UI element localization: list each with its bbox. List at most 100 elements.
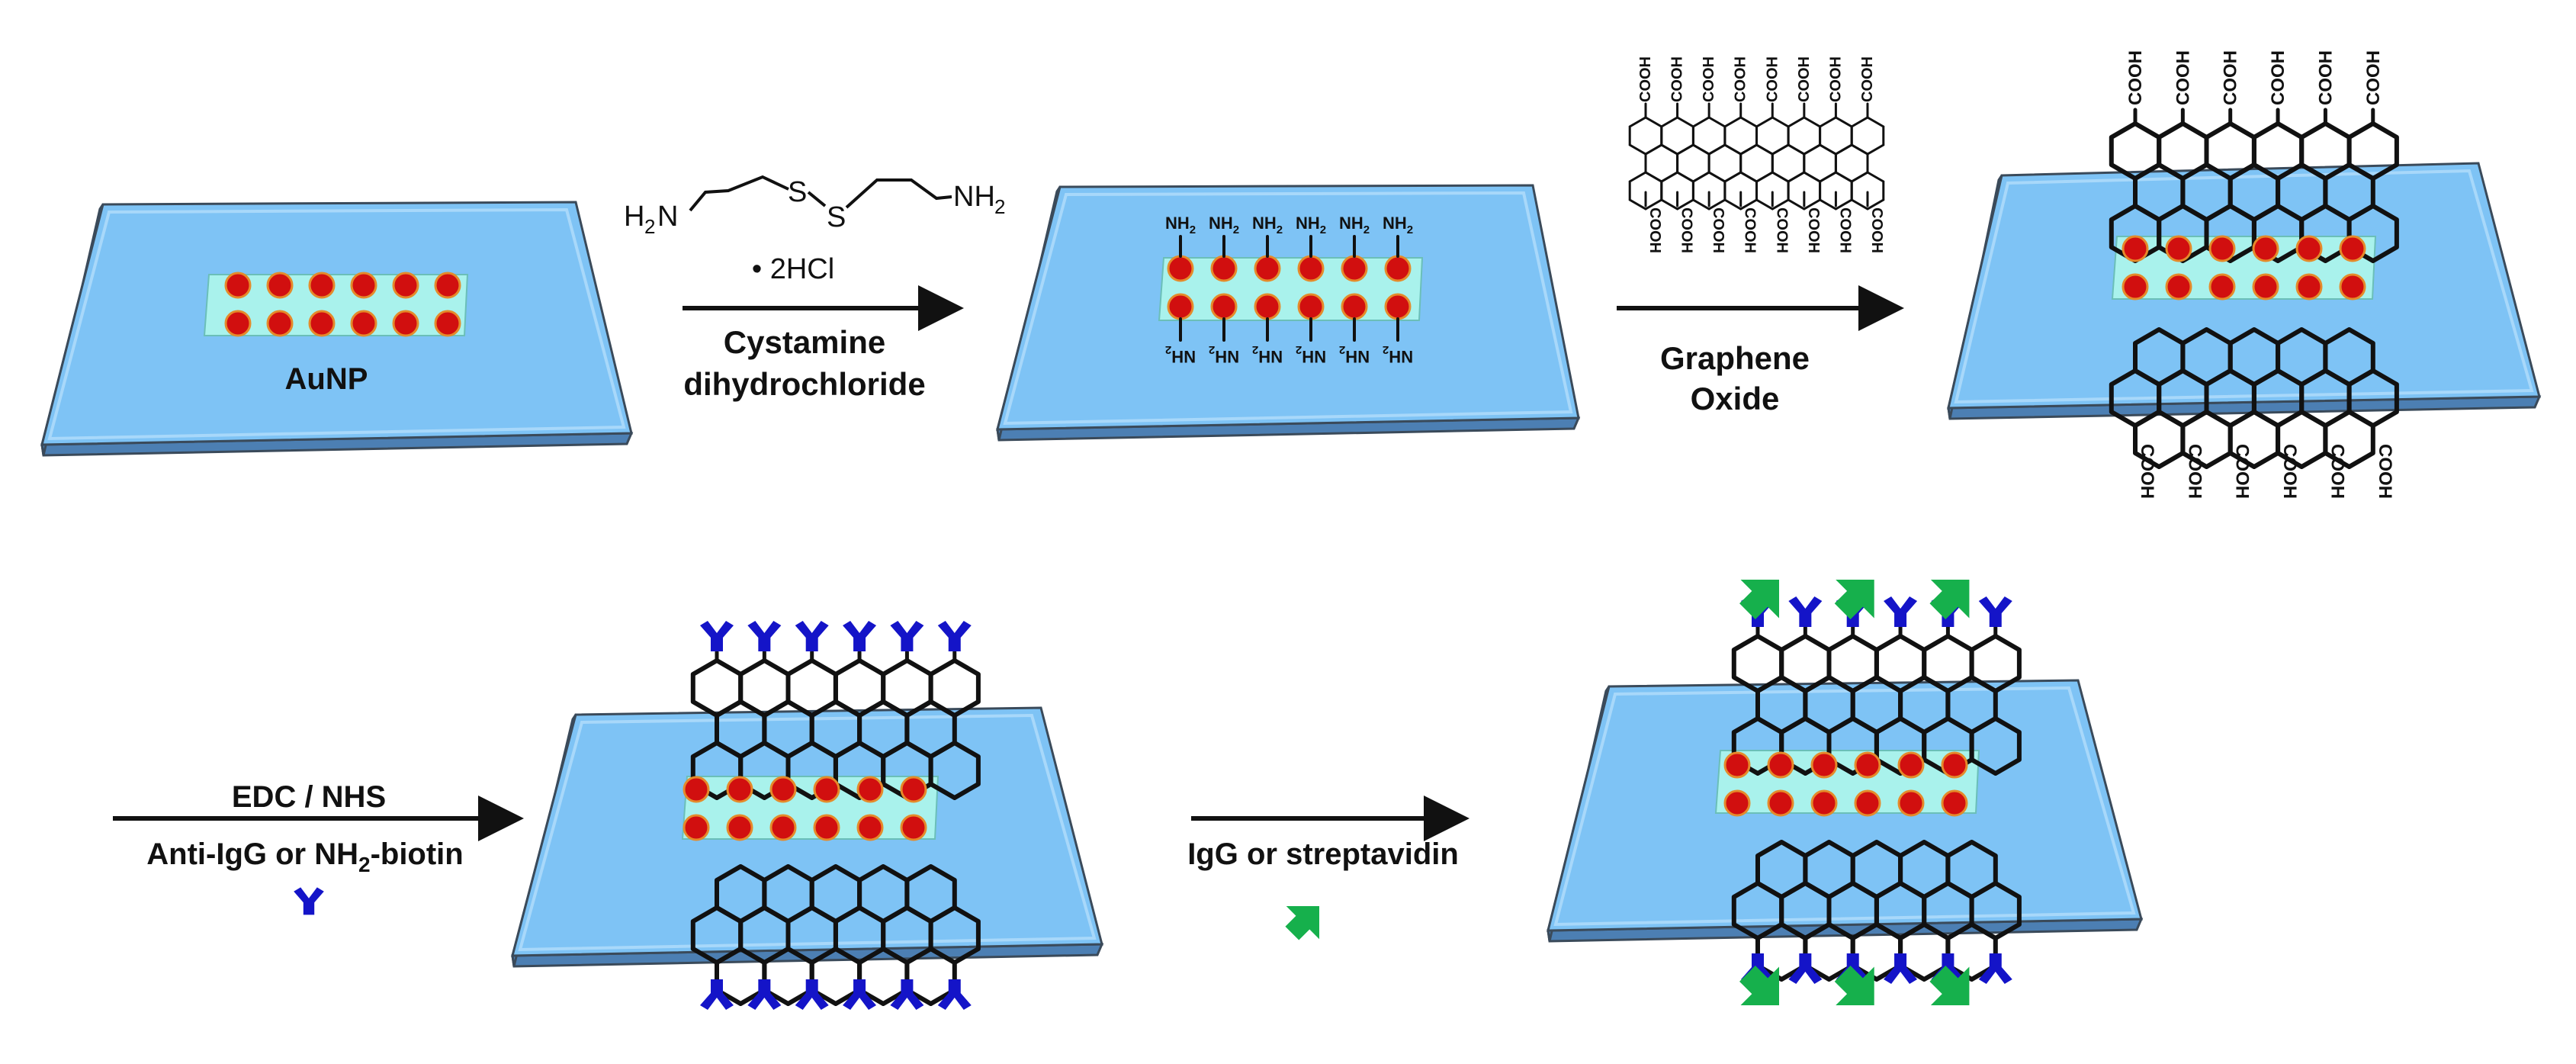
gold-nanoparticle: [813, 776, 840, 803]
antibody-body: [890, 621, 924, 651]
cooh-label: COOH: [2268, 50, 2289, 105]
green-arrow-target-icon: [1929, 966, 1970, 1005]
structure-s1-label: S: [788, 176, 807, 208]
hexagon-ring: [1850, 171, 1885, 211]
cooh-label: COOH: [2173, 50, 2193, 105]
hexagon-ring: [904, 947, 957, 1006]
gold-nanoparticle: [1254, 293, 1281, 320]
cooh-label: COOH: [1868, 207, 1885, 253]
green-arrow-target-icon: [1834, 966, 1874, 1005]
target-arrow: [1834, 580, 1874, 619]
gold-nanoparticle: [224, 310, 252, 337]
cooh-label: COOH: [1637, 56, 1654, 102]
gold-nanoparticle: [1210, 255, 1238, 282]
aunp-strip-panel-4: [681, 776, 940, 840]
cooh-label: COOH: [2279, 444, 2300, 499]
cooh-label: COOH: [1733, 56, 1749, 102]
gold-nanoparticle: [434, 272, 461, 299]
structure-sub-label: 2: [644, 215, 655, 238]
gold-nanoparticle: [2339, 273, 2366, 301]
gold-nanoparticle: [900, 814, 927, 841]
cooh-label: COOH: [1742, 207, 1759, 253]
gold-nanoparticle: [350, 272, 377, 299]
cystamine-bond: [845, 178, 952, 209]
cooh-label: COOH: [1701, 56, 1717, 102]
gold-nanoparticle: [1341, 293, 1368, 320]
y-shaped-antibody-icon: [1788, 596, 1823, 627]
gold-nanoparticle: [224, 272, 252, 299]
cooh-label: COOH: [2221, 50, 2241, 105]
gold-nanoparticle: [1723, 789, 1751, 817]
aunp-strip-panel-5: [1714, 750, 1980, 814]
hexagon-ring: [2346, 204, 2399, 263]
target-legend-icon: [1285, 906, 1319, 940]
target-arrow: [1929, 966, 1970, 1005]
hexagon-ring: [1969, 716, 2022, 776]
gold-nanoparticle: [1941, 789, 1968, 817]
cooh-label: COOH: [1796, 56, 1813, 102]
gold-nanoparticle: [769, 814, 797, 841]
gold-nanoparticle: [2122, 273, 2149, 301]
gold-nanoparticle: [1810, 751, 1838, 779]
antibody-body: [700, 979, 734, 1010]
antibody-body: [843, 621, 877, 651]
gold-nanoparticle: [1384, 293, 1412, 320]
target-arrow: [1929, 580, 1970, 619]
cystamine-name-label: Cystamine: [724, 324, 885, 360]
graphene-oxide-label-2: Oxide: [1691, 381, 1780, 416]
y-shaped-antibody-icon: [937, 621, 972, 651]
gold-nanoparticle: [392, 272, 419, 299]
y-shaped-antibody-icon: [1978, 953, 2012, 984]
y-shaped-antibody-icon: [795, 621, 829, 651]
antibody-body: [1884, 953, 1918, 984]
graphene-lattice-panel-4: [690, 658, 981, 1006]
gold-nanoparticle: [1897, 789, 1925, 817]
antibody-body: [747, 621, 782, 651]
target-arrow: [1285, 906, 1319, 940]
gold-nanoparticle: [726, 776, 753, 803]
cooh-label: COOH: [1646, 207, 1663, 253]
gold-nanoparticle: [1854, 751, 1881, 779]
gold-nanoparticle: [308, 272, 336, 299]
cystamine-bond: [689, 175, 789, 212]
cooh-label: COOH: [1805, 207, 1822, 253]
gold-nanoparticle: [813, 814, 840, 841]
cooh-label: COOH: [1669, 56, 1686, 102]
cooh-label: COOH: [1710, 207, 1726, 253]
gold-nanoparticle: [2295, 273, 2323, 301]
gold-nanoparticle: [2252, 235, 2279, 262]
cystamine-bond: [807, 191, 827, 207]
y-shaped-antibody-icon: [795, 979, 829, 1010]
gold-nanoparticle: [2208, 235, 2236, 262]
edc-nhs-label: EDC / NHS: [232, 780, 386, 814]
cystamine-structure: H 2 N S S NH 2: [624, 176, 1005, 238]
cooh-label: COOH: [1827, 56, 1844, 102]
gold-nanoparticle: [2208, 273, 2236, 301]
gold-nanoparticle: [856, 776, 884, 803]
gold-nanoparticle: [726, 814, 753, 841]
cooh-label: COOH: [2375, 444, 2395, 499]
hexagon-ring: [2323, 410, 2375, 469]
antibody-body: [747, 979, 782, 1010]
gold-nanoparticle: [266, 310, 294, 337]
green-arrow-target-icon: [1739, 966, 1779, 1005]
gold-nanoparticle: [2122, 235, 2149, 262]
aunp-label: AuNP: [285, 362, 368, 396]
structure-n-label: N: [657, 201, 678, 233]
substrate-panel-1-rim: [47, 207, 626, 441]
aunp-strip-panel-2: [1158, 257, 1424, 321]
gold-nanoparticle: [683, 814, 710, 841]
gold-nanoparticle: [856, 814, 884, 841]
antibody-body: [843, 979, 877, 1010]
target-arrow: [1739, 966, 1779, 1005]
gold-nanoparticle: [769, 776, 797, 803]
graphene-oxide-label: Graphene: [1660, 340, 1810, 376]
green-arrow-target-icon: [1929, 580, 1970, 619]
antibody-body: [890, 979, 924, 1010]
hexagon-ring: [928, 741, 981, 800]
gold-nanoparticle: [2295, 235, 2323, 262]
gold-nanoparticle: [2339, 235, 2366, 262]
gold-nanoparticle: [1341, 255, 1368, 282]
gold-nanoparticle: [1810, 789, 1838, 817]
